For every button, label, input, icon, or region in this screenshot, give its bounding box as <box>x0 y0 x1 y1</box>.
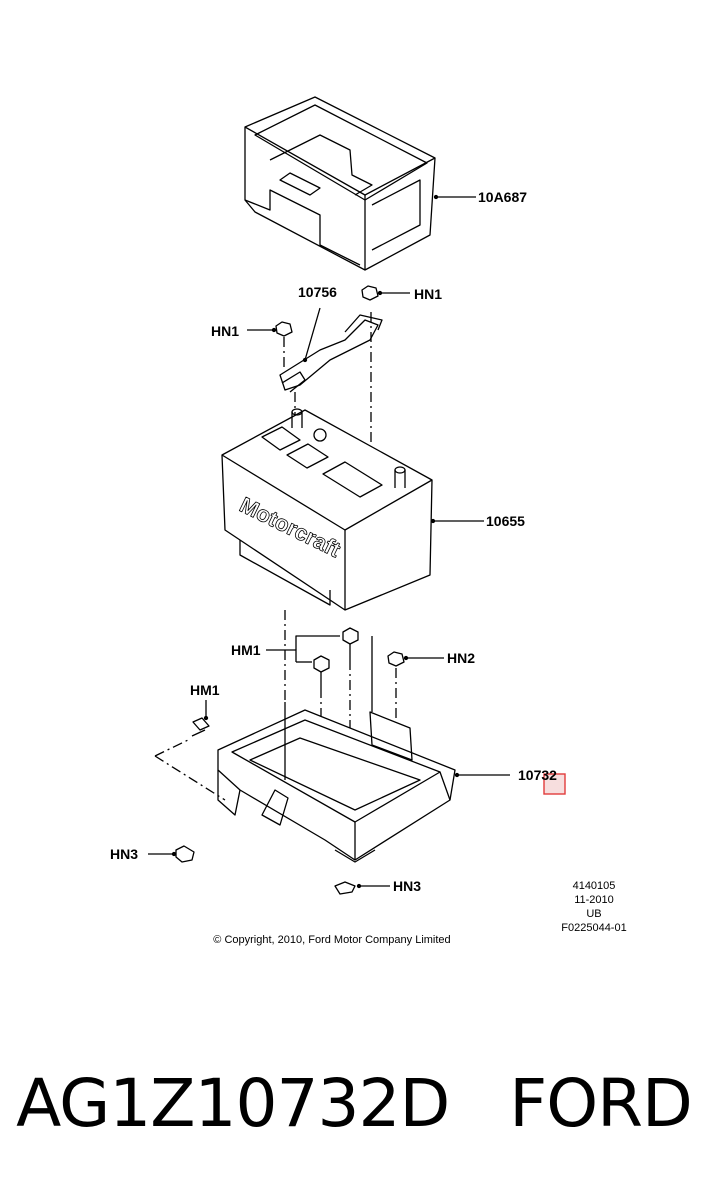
hn1-nuts <box>247 285 410 370</box>
callout-hm1-center: HM1 <box>231 642 261 658</box>
hn3-nuts <box>148 845 390 895</box>
callout-hn1-left: HN1 <box>211 323 240 339</box>
battery-part: Motorcraft <box>221 408 484 611</box>
highlight-marker <box>543 773 566 795</box>
hold-down-bracket-part <box>279 307 383 455</box>
callout-hm1-left: HM1 <box>190 682 220 698</box>
stamp-line-4: F0225044-01 <box>561 922 627 934</box>
hn2-nut <box>387 651 444 720</box>
drawing-stamp: 4140105 11-2010 UB F0225044-01 <box>548 879 640 935</box>
callout-hn2: HN2 <box>447 650 476 666</box>
callout-10732: 10732 <box>518 767 557 783</box>
part-number-caption: AG1Z10732D FORD <box>16 1065 693 1142</box>
callout-10655: 10655 <box>486 513 525 529</box>
callout-hn3-left: HN3 <box>110 846 139 862</box>
copyright-notice: © Copyright, 2010, Ford Motor Company Li… <box>213 934 451 946</box>
battery-tray-part <box>217 610 510 863</box>
stamp-line-2: 11-2010 <box>574 894 614 906</box>
callout-hn3-bottom: HN3 <box>393 878 422 894</box>
callout-10756: 10756 <box>298 284 337 300</box>
hm1-bolt-left <box>154 700 226 801</box>
battery-cover-part <box>244 96 476 271</box>
stamp-line-1: 4140105 <box>572 880 616 892</box>
callout-hn1-right: HN1 <box>414 286 443 302</box>
stamp-line-3: UB <box>586 908 602 920</box>
exploded-parts-diagram: Motorcraft <box>148 96 566 895</box>
callout-10a687: 10A687 <box>478 189 528 205</box>
